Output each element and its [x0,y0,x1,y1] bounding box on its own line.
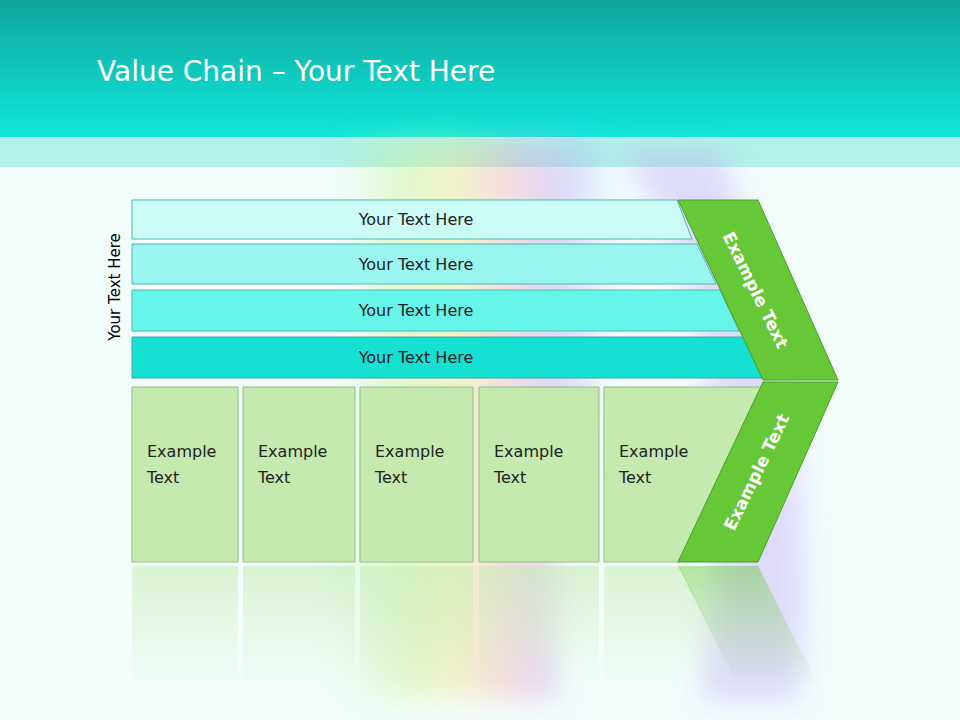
support-band: Your Text Here [132,200,692,239]
primary-box: Example Text [132,387,238,562]
support-band: Your Text Here [132,337,764,378]
title: Value Chain – Your Text Here [97,55,495,88]
header-bar [0,0,960,137]
node-text: Your Text Here [359,255,474,274]
node-text: Example Text [375,439,447,490]
reflection [132,566,818,686]
primary-box: Example Text [360,387,473,562]
node-text: Example Text [258,439,330,490]
node-text: Your Text Here [359,348,474,367]
node-text: Example Text [619,439,691,490]
support-band: Your Text Here [132,290,739,331]
margin-chevron: Example Text [678,200,838,380]
support-band: Your Text Here [132,244,716,284]
node-text: Your Text Here [359,210,474,229]
node-text: Your Text Here [359,301,474,320]
node-text: Example Text [147,439,219,490]
primary-box: Example Text [479,387,599,562]
margin-chevron: Example Text [678,382,838,562]
side-label: Your Text Here [106,233,124,340]
primary-box: Example Text [243,387,355,562]
node-text: Example Text [494,439,566,490]
